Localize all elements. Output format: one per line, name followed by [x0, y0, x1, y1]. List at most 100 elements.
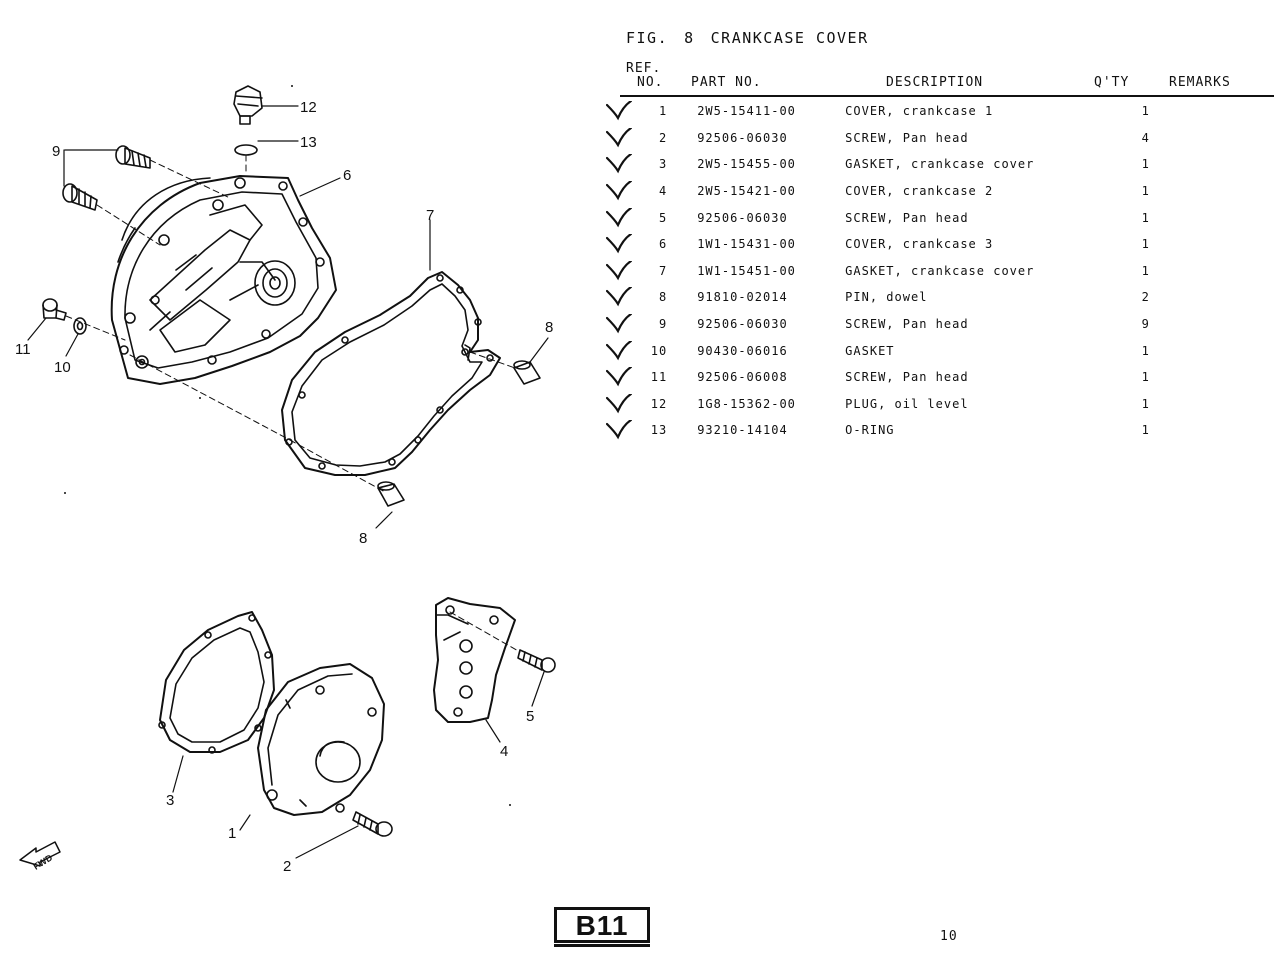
remarks-cell [1170, 98, 1266, 125]
checkmark-icon [606, 151, 636, 178]
callout-5: 5 [526, 708, 534, 725]
ref-no-cell: 7 [658, 263, 668, 278]
description-cell: COVER, crankcase 1 [845, 104, 994, 119]
remarks-cell [1170, 417, 1266, 444]
table-row: 12 1G8-15362-00 PLUG, oil level 1 [606, 391, 1266, 418]
part-no-cell: 90430-06016 [697, 343, 788, 358]
callout-13: 13 [300, 134, 317, 151]
header-remarks: REMARKS [1169, 75, 1231, 90]
assembly-lines [65, 154, 521, 653]
part-no-cell: 91810-02014 [697, 290, 788, 305]
remarks-cell [1170, 364, 1266, 391]
callout-11: 11 [15, 341, 31, 358]
qty-cell: 1 [1141, 343, 1150, 358]
crankcase-cover-2-drawing [433, 597, 516, 723]
checkmark-icon [606, 391, 636, 418]
checkmark-icon [606, 284, 636, 311]
part-no-cell: 92506-06030 [697, 317, 788, 332]
description-cell: SCREW, Pan head [845, 317, 969, 332]
qty-cell: 1 [1141, 263, 1150, 278]
screw-5-drawing [517, 649, 556, 673]
checkmark-icon [606, 258, 636, 285]
part-no-cell: 93210-14104 [697, 423, 788, 438]
exploded-parts-diagram: 12 13 9 6 7 8 8 11 10 3 1 2 4 5 FWD [15, 85, 556, 875]
header-ref-line1: REF. [626, 61, 662, 76]
oil-level-plug-drawing [233, 85, 263, 125]
gasket-10-drawing [73, 317, 87, 335]
fig-label: FIG. [626, 29, 669, 47]
callout-1: 1 [228, 825, 236, 842]
scan-specks [64, 85, 511, 806]
checkmark-icon [606, 364, 636, 391]
description-cell: SCREW, Pan head [845, 370, 969, 385]
remarks-cell [1170, 391, 1266, 418]
table-row: 10 90430-06016 GASKET 1 [606, 337, 1266, 364]
description-cell: PIN, dowel [845, 290, 928, 305]
callout-labels: 12 13 9 6 7 8 8 11 10 3 1 2 4 5 FWD [15, 99, 553, 875]
fwd-label: FWD [32, 852, 55, 872]
qty-cell: 1 [1141, 370, 1150, 385]
callout-8-lower: 8 [359, 530, 367, 547]
ref-no-cell: 2 [658, 130, 668, 145]
callout-8-upper: 8 [545, 319, 553, 336]
part-no-cell: 2W5-15455-00 [697, 157, 796, 172]
description-cell: GASKET [845, 343, 895, 358]
ref-no-cell: 12 [650, 396, 668, 411]
checkmark-icon [606, 337, 636, 364]
remarks-cell [1170, 204, 1266, 231]
part-no-cell: 2W5-15421-00 [697, 184, 796, 199]
qty-cell: 1 [1141, 396, 1150, 411]
part-no-cell: 1G8-15362-00 [697, 396, 796, 411]
table-row: 7 1W1-15451-00 GASKET, crankcase cover 1 [606, 258, 1266, 285]
ref-no-cell: 9 [658, 317, 668, 332]
callout-4: 4 [500, 743, 508, 760]
section-code-box: B11 [554, 907, 650, 947]
callout-12: 12 [300, 99, 317, 116]
qty-cell: 1 [1141, 104, 1150, 119]
description-cell: COVER, crankcase 3 [845, 237, 994, 252]
callout-6: 6 [343, 167, 351, 184]
ref-no-cell: 8 [658, 290, 668, 305]
checkmark-icon [606, 204, 636, 231]
table-row: 9 92506-06030 SCREW, Pan head 9 [606, 311, 1266, 338]
callout-3: 3 [166, 792, 174, 809]
part-no-cell: 92506-06030 [697, 130, 788, 145]
ref-no-cell: 10 [650, 343, 668, 358]
leader-lines [27, 105, 549, 859]
screw-2-drawing [352, 811, 393, 837]
remarks-cell [1170, 231, 1266, 258]
screw-11-drawing [42, 298, 67, 321]
description-cell: COVER, crankcase 2 [845, 184, 994, 199]
part-no-cell: 1W1-15451-00 [697, 263, 796, 278]
qty-cell: 1 [1141, 157, 1150, 172]
fig-number: 8 [684, 29, 695, 47]
screw-9-upper-drawing [115, 145, 151, 169]
o-ring-drawing [234, 144, 258, 156]
ref-no-cell: 4 [658, 184, 668, 199]
description-cell: SCREW, Pan head [845, 130, 969, 145]
description-cell: GASKET, crankcase cover [845, 263, 1035, 278]
crankcase-cover-1-drawing [257, 663, 385, 816]
description-cell: PLUG, oil level [845, 396, 969, 411]
part-no-cell: 92506-06008 [697, 370, 788, 385]
figure-name: CRANKCASE COVER [710, 29, 869, 47]
qty-cell: 9 [1141, 317, 1150, 332]
part-no-cell: 2W5-15411-00 [697, 104, 796, 119]
callout-10: 10 [54, 359, 71, 376]
dowel-pin-upper-drawing [513, 360, 541, 385]
crankcase-cover-3-drawing [110, 175, 337, 385]
checkmark-icon [606, 98, 636, 125]
remarks-cell [1170, 311, 1266, 338]
remarks-cell [1170, 284, 1266, 311]
forward-arrow-icon [19, 841, 61, 867]
part-no-cell: 1W1-15431-00 [697, 237, 796, 252]
remarks-cell [1170, 125, 1266, 152]
gasket-7-drawing [281, 271, 501, 476]
checkmark-icon [606, 231, 636, 258]
